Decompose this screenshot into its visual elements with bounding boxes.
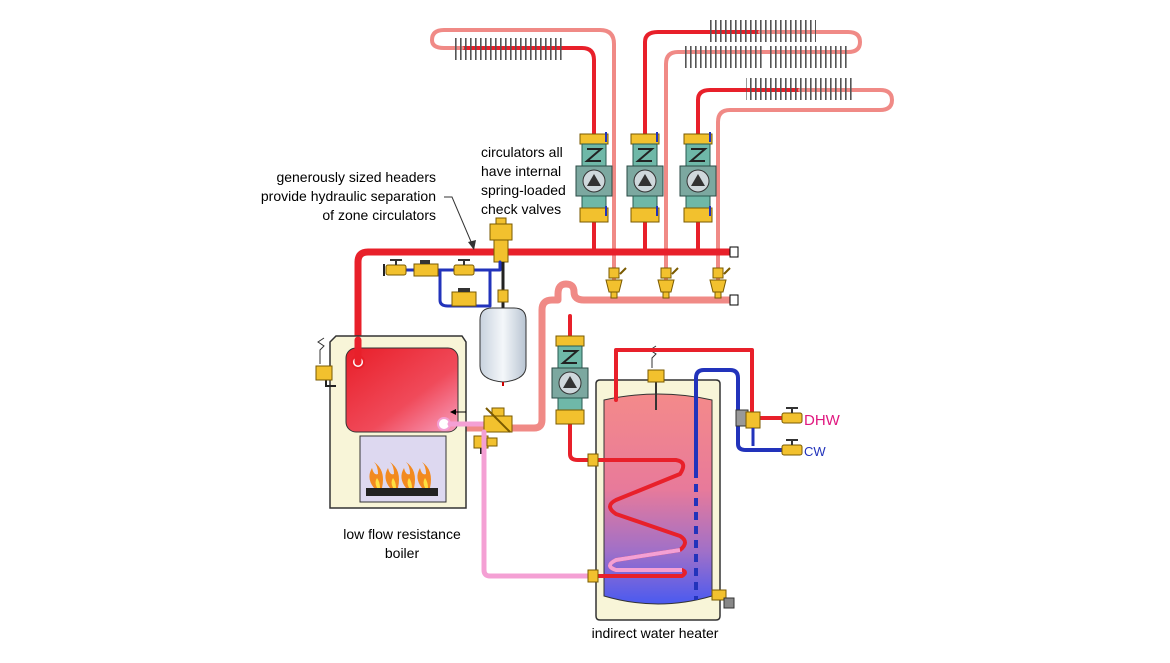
heater-label: indirect water heater (592, 625, 719, 641)
baseboard-convector-icon (768, 46, 848, 68)
makeup-water-assembly (383, 259, 502, 308)
circ-label-line1: circulators all (481, 144, 563, 160)
pressure-relief-valve-icon (647, 345, 665, 410)
dhw-label: DHW (804, 412, 841, 429)
baseboard-convector-icon (746, 78, 854, 100)
header-cap (729, 294, 739, 306)
zone-valve-icon (709, 267, 731, 299)
return-header (441, 280, 738, 432)
expansion-tank-icon (479, 262, 527, 386)
headers-label-line1: generously sized headers (276, 169, 436, 185)
baseboard-convector-icon (682, 46, 762, 68)
circulators-callout: circulators all have internal spring-loa… (481, 144, 566, 217)
baseboard-convector-icon (708, 20, 816, 42)
boiler-label-line2: boiler (385, 545, 420, 561)
circulator-icon (551, 335, 589, 425)
zone-valve-icon (605, 267, 627, 299)
headers-callout: generously sized headers provide hydraul… (261, 169, 476, 250)
zone-1-loop (430, 28, 616, 257)
ball-valve-icon (781, 407, 803, 424)
mixing-valve-icon (735, 409, 761, 446)
boiler-icon (329, 335, 467, 509)
cw-label: CW (804, 444, 826, 459)
headers-label-line2: provide hydraulic separation (261, 188, 436, 204)
headers-label-line3: of zone circulators (322, 207, 436, 223)
supply-header (354, 248, 738, 344)
zone-valve-icon (657, 267, 679, 299)
header-cap (729, 246, 739, 258)
burner-flames-icon (369, 462, 431, 488)
heat-exchanger-coil-icon (596, 458, 687, 578)
circ-label-line4: check valves (481, 201, 561, 217)
circ-label-line3: spring-loaded (481, 182, 566, 198)
baseboard-convector-icon (455, 38, 563, 60)
zone-2-loop (643, 20, 862, 257)
pressure-relief-valve-icon (315, 337, 336, 387)
drain-valve-icon (711, 589, 735, 609)
boiler-label-line1: low flow resistance (343, 526, 461, 542)
zone-3-loop (696, 78, 894, 257)
ball-valve-icon (781, 439, 803, 456)
boiler-return-fitting (483, 407, 513, 433)
circ-label-line2: have internal (481, 163, 561, 179)
